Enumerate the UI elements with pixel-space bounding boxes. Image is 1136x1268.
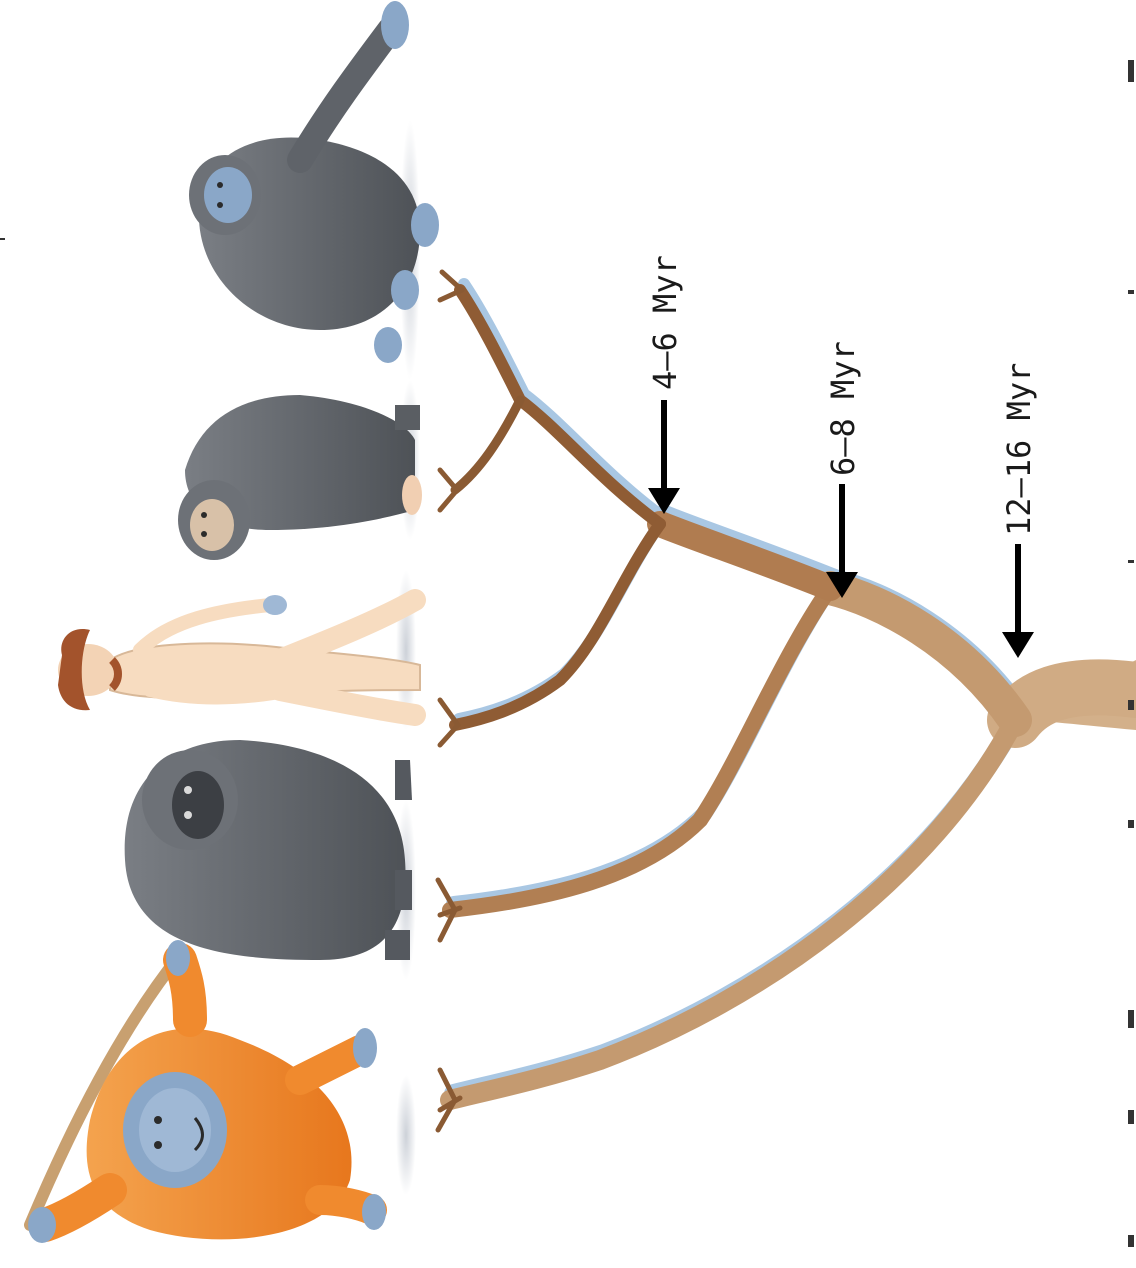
divergence-marker-3: 12–16 Myr: [1000, 363, 1038, 658]
branch-hominin: [660, 524, 830, 588]
divergence-marker-2: 6–8 Myr: [824, 341, 862, 598]
bonobo-icon: [189, 1, 439, 363]
divergence-label-2: 6–8 Myr: [824, 341, 862, 476]
chimpanzee-icon: [178, 395, 422, 560]
divergence-label-3: 12–16 Myr: [1000, 363, 1038, 536]
divergence-marker-1: 4–6 Myr: [646, 255, 684, 514]
gorilla-icon: [125, 740, 412, 960]
divergence-label-1: 4–6 Myr: [646, 255, 684, 390]
twigs: [438, 272, 462, 1130]
branch-human: [455, 524, 660, 725]
orangutan-icon: [28, 940, 386, 1243]
human-icon: [58, 595, 420, 715]
branch-gorilla: [450, 588, 830, 910]
